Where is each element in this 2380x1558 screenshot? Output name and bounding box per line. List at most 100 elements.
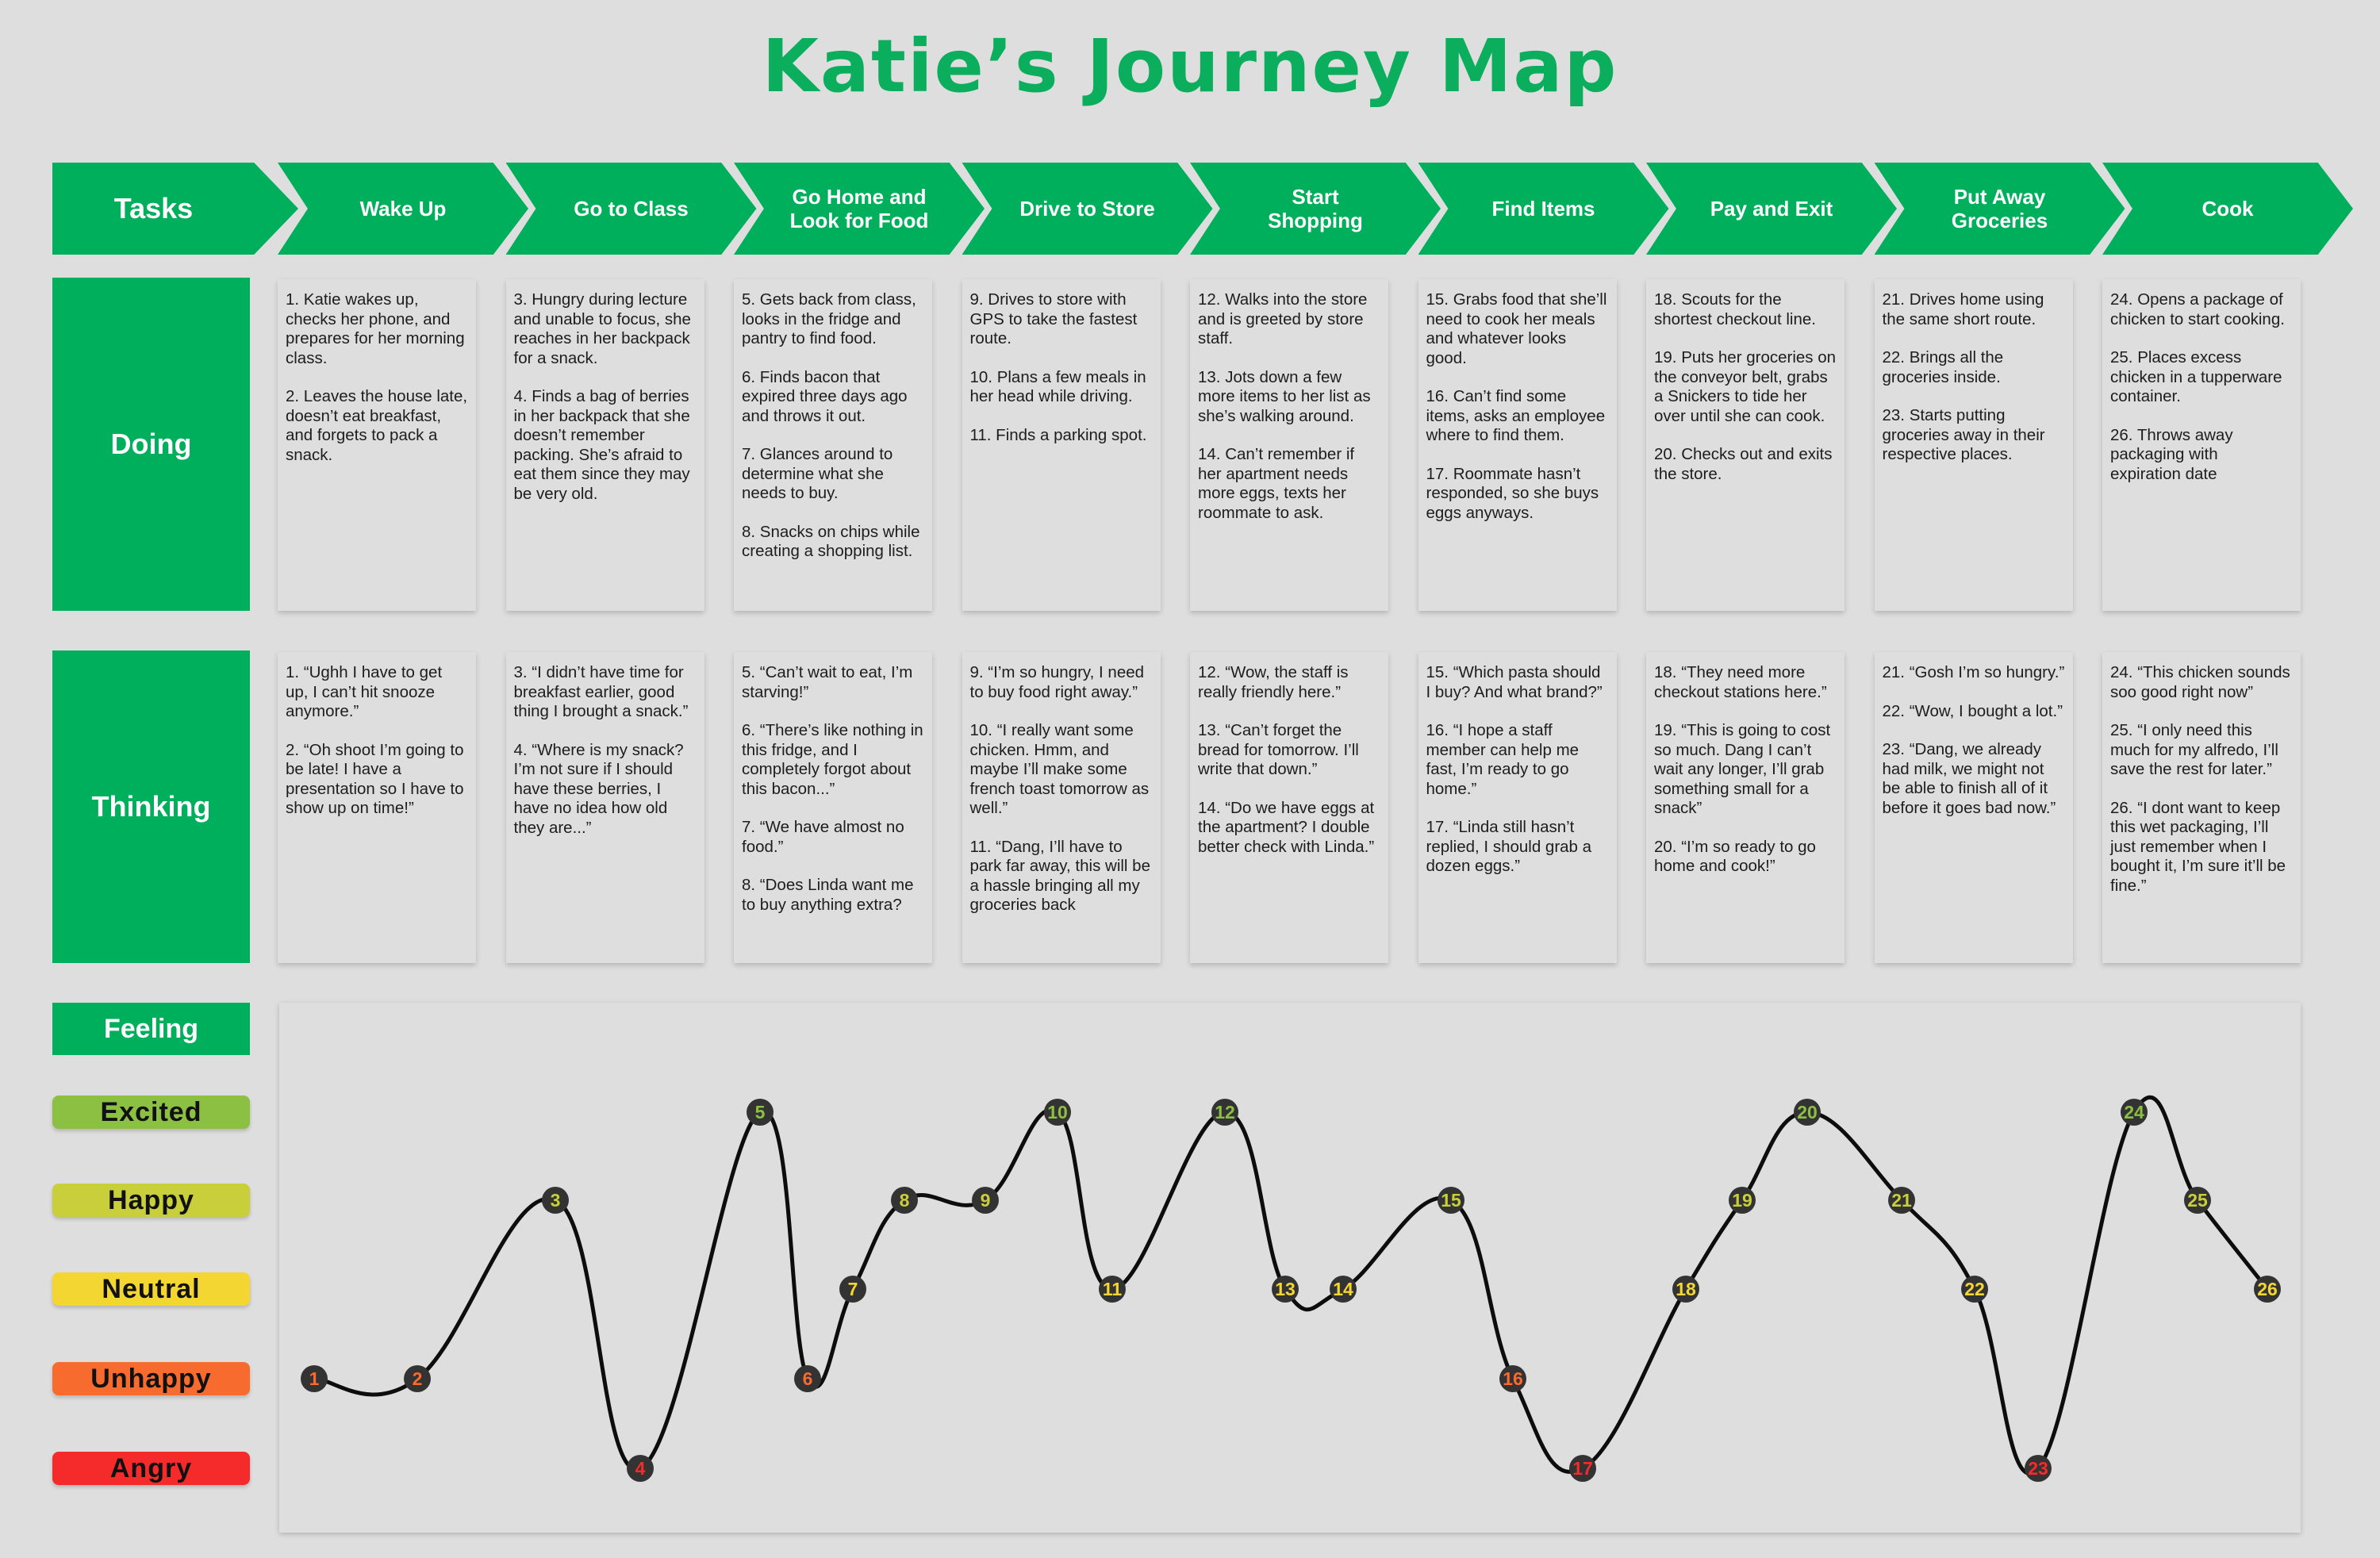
feeling-point-number: 3 (551, 1190, 561, 1211)
feeling-point: 9 (972, 1187, 999, 1214)
doing-note: 18. Scouts for the shortest checkout lin… (1654, 290, 1816, 328)
feeling-point-marker (2184, 1187, 2211, 1214)
feeling-point-marker (1099, 1276, 1126, 1303)
task-step: Cook (2102, 163, 2353, 255)
task-step-label: Put Away Groceries (1951, 185, 2048, 232)
doing-note: 19. Puts her groceries on the conveyor b… (1654, 348, 1837, 425)
feeling-point-number: 25 (2187, 1190, 2208, 1211)
thinking-note: 13. “Can’t forget the bread for tomorrow… (1198, 721, 1359, 778)
feeling-level-unhappy: Unhappy (52, 1362, 250, 1395)
feeling-point-number: 7 (848, 1279, 858, 1299)
feeling-point: 12 (1211, 1099, 1238, 1126)
feeling-point-marker (542, 1187, 569, 1214)
doing-card: 3. Hungry during lecture and unable to f… (505, 279, 704, 611)
feeling-point-number: 19 (1732, 1190, 1752, 1211)
task-step-label: Find Items (1491, 197, 1595, 221)
feeling-point-number: 10 (1047, 1102, 1068, 1122)
feeling-point-marker (1044, 1099, 1071, 1126)
thinking-note: 1. “Ughh I have to get up, I can’t hit s… (286, 663, 443, 720)
feeling-point-number: 21 (1891, 1190, 1912, 1211)
feeling-point-number: 6 (803, 1368, 813, 1389)
thinking-note: 9. “I’m so hungry, I need to buy food ri… (969, 663, 1145, 701)
thinking-note: 7. “We have almost no food.” (742, 818, 904, 856)
feeling-point: 5 (747, 1099, 774, 1126)
thinking-note: 21. “Gosh I’m so hungry.” (1882, 663, 2065, 681)
thinking-note: 26. “I dont want to keep this wet packag… (2110, 798, 2286, 895)
task-step: Start Shopping (1190, 163, 1441, 255)
task-step: Put Away Groceries (1874, 163, 2125, 255)
feeling-point-marker (1961, 1276, 1988, 1303)
thinking-card: 12. “Wow, the staff is really friendly h… (1190, 652, 1388, 963)
thinking-note: 24. “This chicken sounds soo good right … (2110, 663, 2290, 701)
feeling-point-marker (1211, 1099, 1238, 1126)
feeling-point-number: 4 (635, 1458, 646, 1479)
feeling-point: 2 (404, 1365, 431, 1392)
feeling-point: 18 (1672, 1276, 1699, 1303)
doing-note: 14. Can’t remember if her apartment need… (1198, 445, 1355, 522)
doing-note: 16. Can’t find some items, asks an emplo… (1426, 387, 1606, 444)
feeling-point: 22 (1961, 1276, 1988, 1303)
feeling-point-marker (1672, 1276, 1699, 1303)
thinking-note: 23. “Dang, we already had milk, we might… (1882, 740, 2056, 817)
thinking-note: 17. “Linda still hasn’t replied, I shoul… (1426, 818, 1592, 875)
feeling-point-number: 23 (2028, 1458, 2048, 1479)
feeling-point-number: 13 (1275, 1279, 1296, 1299)
thinking-card: 18. “They need more checkout stations he… (1646, 652, 1844, 963)
feeling-point-number: 9 (981, 1190, 991, 1211)
thinking-note: 20. “I’m so ready to go home and cook!” (1654, 837, 1816, 876)
feeling-point: 17 (1569, 1455, 1596, 1482)
feeling-point-number: 26 (2257, 1279, 2278, 1299)
feeling-point-marker (1272, 1276, 1299, 1303)
feeling-point-number: 2 (413, 1368, 423, 1389)
feeling-point-marker (1569, 1455, 1596, 1482)
doing-label: Doing (110, 428, 192, 460)
task-step: Pay and Exit (1646, 163, 1897, 255)
feeling-point: 7 (839, 1276, 866, 1303)
thinking-note: 16. “I hope a staff member can help me f… (1426, 721, 1580, 798)
task-step-label: Pay and Exit (1710, 197, 1833, 221)
feeling-point: 4 (627, 1455, 654, 1482)
thinking-note: 5. “Can’t wait to eat, I’m starving!” (742, 663, 913, 701)
feeling-point: 19 (1729, 1187, 1756, 1214)
feeling-point-number: 24 (2124, 1102, 2144, 1122)
feeling-point: 25 (2184, 1187, 2211, 1214)
feeling-point-marker (404, 1365, 431, 1392)
feeling-point-number: 22 (1964, 1279, 1985, 1299)
task-step-label: Drive to Store (1019, 197, 1155, 221)
feeling-point-marker (301, 1365, 328, 1392)
feeling-point-number: 1 (309, 1368, 320, 1389)
doing-note: 6. Finds bacon that expired three days a… (742, 367, 908, 425)
feeling-point-marker (1499, 1365, 1526, 1392)
task-step: Drive to Store (962, 163, 1213, 255)
doing-card: 9. Drives to store with GPS to take the … (962, 279, 1161, 611)
doing-note: 10. Plans a few meals in her head while … (969, 367, 1146, 406)
doing-note: 12. Walks into the store and is greeted … (1198, 290, 1368, 347)
feeling-point: 3 (542, 1187, 569, 1214)
feeling-point-marker (794, 1365, 821, 1392)
thinking-note: 12. “Wow, the staff is really friendly h… (1198, 663, 1349, 701)
feeling-point: 1 (301, 1365, 328, 1392)
feeling-point-number: 18 (1676, 1279, 1696, 1299)
doing-note: 20. Checks out and exits the store. (1654, 445, 1833, 483)
thinking-note: 4. “Where is my snack? I’m not sure if I… (513, 740, 684, 837)
thinking-card: 15. “Which pasta should I buy? And what … (1418, 652, 1617, 963)
doing-note: 15. Grabs food that she’ll need to cook … (1426, 290, 1607, 367)
doing-note: 8. Snacks on chips while creating a shop… (742, 522, 920, 561)
doing-row-label: Doing (52, 278, 250, 611)
thinking-card: 1. “Ughh I have to get up, I can’t hit s… (278, 652, 476, 963)
doing-note: 3. Hungry during lecture and unable to f… (513, 290, 691, 367)
feeling-level-happy: Happy (52, 1184, 250, 1217)
doing-note: 24. Opens a package of chicken to start … (2110, 290, 2285, 328)
feeling-level-neutral: Neutral (52, 1272, 250, 1306)
feeling-point-marker (839, 1276, 866, 1303)
feeling-point-marker (2025, 1455, 2052, 1482)
feeling-point-marker (747, 1099, 774, 1126)
tasks-row-label: Tasks (52, 163, 298, 255)
task-step-label: Start Shopping (1268, 185, 1363, 232)
thinking-card: 21. “Gosh I’m so hungry.”22. “Wow, I bou… (1874, 652, 2073, 963)
feeling-point-marker (1438, 1187, 1464, 1214)
doing-note: 11. Finds a parking spot. (969, 425, 1147, 444)
thinking-note: 3. “I didn’t have time for breakfast ear… (513, 663, 689, 720)
feeling-point-number: 11 (1103, 1279, 1123, 1299)
feeling-point: 24 (2121, 1099, 2148, 1126)
